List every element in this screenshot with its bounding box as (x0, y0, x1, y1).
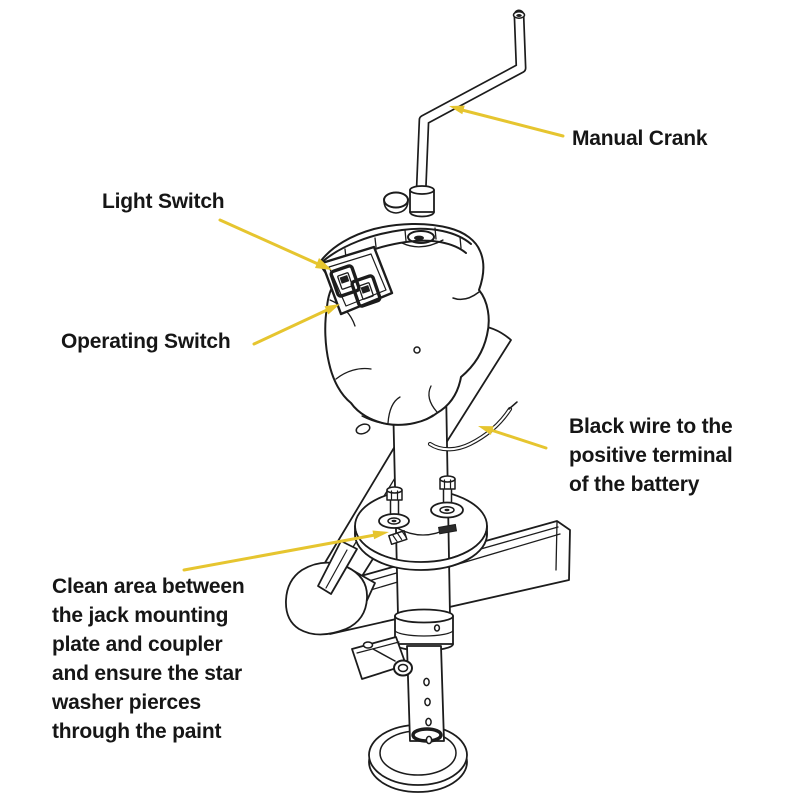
arrow-clean-area (182, 530, 389, 572)
plate-slot (438, 523, 458, 535)
label-manual-crank: Manual Crank (572, 127, 708, 150)
label-operating-switch: Operating Switch (61, 330, 231, 353)
mounting-bolt-right (430, 475, 464, 519)
manual-crank-handle (409, 9, 527, 218)
label-black-wire: Black wire to the positive terminal of t… (569, 415, 733, 496)
arrow-light-switch (218, 218, 332, 270)
arrow-black-wire (478, 426, 548, 450)
star-washer-slot (388, 530, 408, 546)
battery-wire (427, 401, 518, 452)
crank-port (401, 230, 444, 248)
arrow-manual-crank (449, 105, 565, 138)
label-light-switch: Light Switch (102, 190, 225, 213)
latch-lever (317, 540, 358, 595)
operating-switch-rocker (350, 274, 382, 308)
breather-cap (383, 191, 409, 214)
foot-pad (368, 724, 468, 793)
coupler (285, 540, 376, 636)
arrow-operating-switch (252, 304, 340, 346)
pull-pin-tab (351, 636, 413, 680)
drop-leg (368, 608, 468, 793)
jack-head (319, 222, 490, 435)
mounting-bolt-left (378, 486, 410, 529)
switch-panel (320, 245, 394, 316)
label-clean-area: Clean area between the jack mounting pla… (52, 575, 245, 743)
light-switch-rocker (329, 264, 361, 298)
